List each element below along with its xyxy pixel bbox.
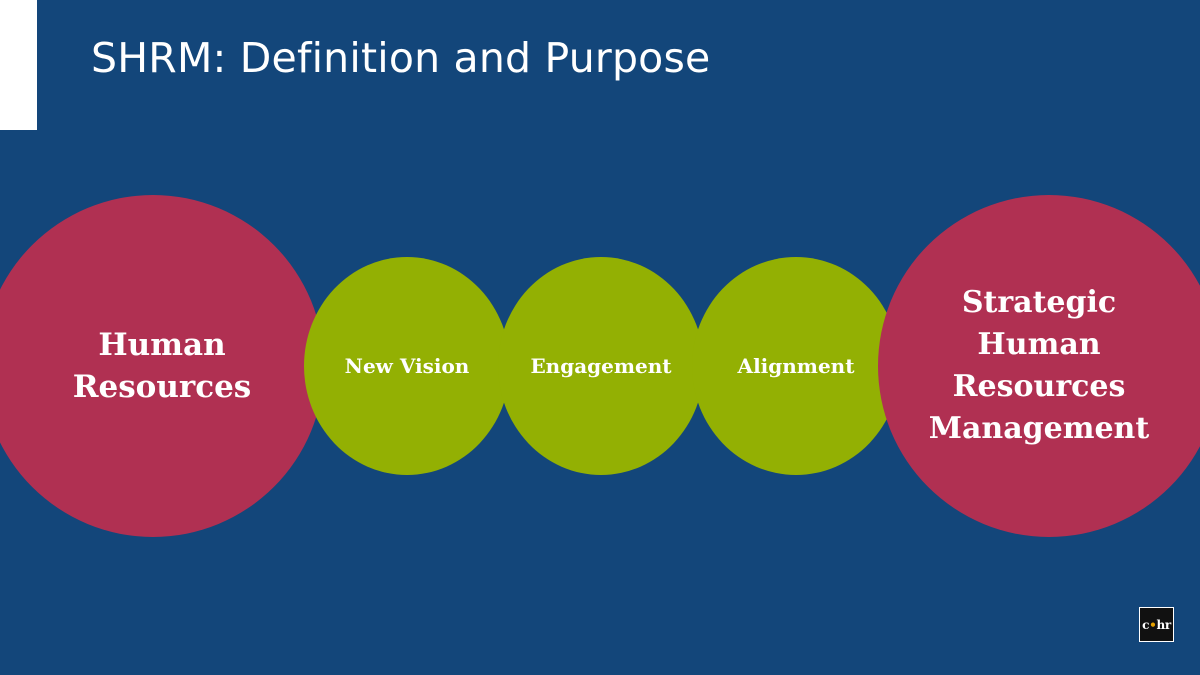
- circle-human-resources: Human Resources: [0, 195, 324, 537]
- logo-text-hr: hr: [1156, 617, 1171, 632]
- circle-label-new-vision: New Vision: [344, 354, 470, 378]
- circle-alignment: Alignment: [692, 257, 900, 475]
- circle-engagement: Engagement: [498, 257, 704, 475]
- circle-strategic-hrm: Strategic Human Resources Management: [878, 195, 1200, 537]
- slide-title: SHRM: Definition and Purpose: [91, 34, 711, 82]
- logo-text-c: c: [1142, 617, 1150, 632]
- circle-new-vision: New Vision: [304, 257, 510, 475]
- circle-label-strategic-hrm: Strategic Human Resources Management: [928, 285, 1150, 446]
- logo-dot: •: [1149, 617, 1157, 632]
- circle-label-human-resources: Human Resources: [72, 327, 252, 405]
- left-accent-bar: [0, 0, 37, 130]
- circle-label-alignment: Alignment: [737, 354, 855, 378]
- chr-logo: c•hr: [1139, 607, 1174, 642]
- circle-label-engagement: Engagement: [530, 354, 672, 378]
